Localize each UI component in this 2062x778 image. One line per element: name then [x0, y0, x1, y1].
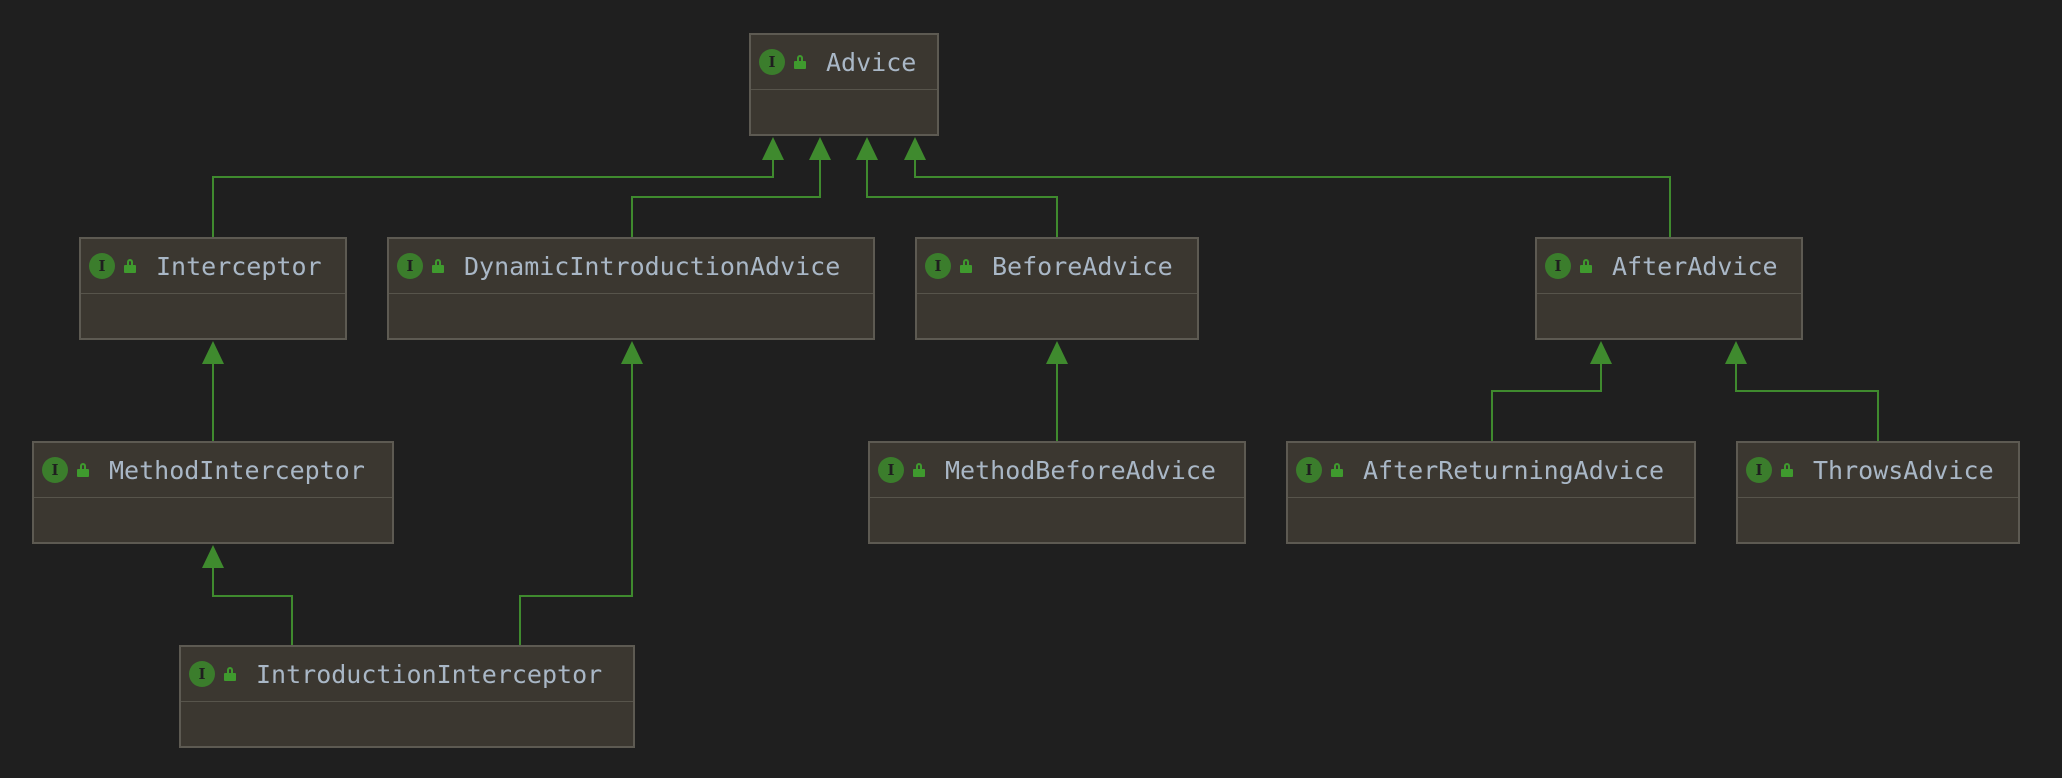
node-header: I Interceptor [81, 239, 345, 294]
interface-icon: I [42, 457, 68, 483]
interface-icon: I [925, 253, 951, 279]
node-header: I DynamicIntroductionAdvice [389, 239, 873, 294]
node-header: I BeforeAdvice [917, 239, 1197, 294]
edge-before-advice-to-advice [866, 160, 1058, 237]
edge-interceptor-to-advice [212, 160, 774, 237]
node-header: I IntroductionInterceptor [181, 647, 633, 702]
edge-after-advice-to-advice [914, 160, 1671, 237]
node-name: AfterReturningAdvice [1363, 455, 1665, 485]
node-members [1738, 498, 2018, 542]
interface-icon: I [397, 253, 423, 279]
public-lock-icon [224, 667, 236, 681]
node-members [870, 498, 1244, 542]
node-header: I AfterAdvice [1537, 239, 1801, 294]
node-header: I MethodBeforeAdvice [870, 443, 1244, 498]
interface-icon: I [759, 49, 785, 75]
interface-icon: I [189, 661, 215, 687]
public-lock-icon [913, 463, 925, 477]
edge-introduction-interceptor-to-method-interceptor [212, 568, 293, 645]
public-lock-icon [1781, 463, 1793, 477]
inheritance-arrowhead-icon [202, 341, 224, 364]
node-method-interceptor[interactable]: I MethodInterceptor [32, 441, 394, 544]
edge-dynamic-introduction-advice-to-advice [631, 160, 821, 237]
node-name: BeforeAdvice [992, 251, 1173, 281]
interface-icon: I [1545, 253, 1571, 279]
inheritance-arrowhead-icon [202, 545, 224, 568]
node-before-advice[interactable]: I BeforeAdvice [915, 237, 1199, 340]
edge-throws-advice-to-after-advice [1735, 364, 1879, 441]
node-name: Advice [826, 47, 917, 77]
node-name: ThrowsAdvice [1813, 455, 1994, 485]
node-name: Interceptor [156, 251, 322, 281]
node-method-before-advice[interactable]: I MethodBeforeAdvice [868, 441, 1246, 544]
node-name: AfterAdvice [1612, 251, 1778, 281]
public-lock-icon [1331, 463, 1343, 477]
node-introduction-interceptor[interactable]: I IntroductionInterceptor [179, 645, 635, 748]
inheritance-arrowhead-icon [1046, 341, 1068, 364]
node-header: I Advice [751, 35, 937, 90]
node-header: I MethodInterceptor [34, 443, 392, 498]
node-name: MethodBeforeAdvice [945, 455, 1216, 485]
node-interceptor[interactable]: I Interceptor [79, 237, 347, 340]
inheritance-arrowhead-icon [904, 137, 926, 160]
node-header: I AfterReturningAdvice [1288, 443, 1694, 498]
node-name: MethodInterceptor [109, 455, 365, 485]
node-dynamic-introduction-advice[interactable]: I DynamicIntroductionAdvice [387, 237, 875, 340]
node-header: I ThrowsAdvice [1738, 443, 2018, 498]
node-throws-advice[interactable]: I ThrowsAdvice [1736, 441, 2020, 544]
node-members [751, 90, 937, 134]
interface-icon: I [1746, 457, 1772, 483]
node-members [1288, 498, 1694, 542]
public-lock-icon [1580, 259, 1592, 273]
node-advice[interactable]: I Advice [749, 33, 939, 136]
node-after-advice[interactable]: I AfterAdvice [1535, 237, 1803, 340]
public-lock-icon [794, 55, 806, 69]
node-members [181, 702, 633, 746]
node-name: DynamicIntroductionAdvice [464, 251, 841, 281]
inheritance-arrowhead-icon [1725, 341, 1747, 364]
inheritance-arrowhead-icon [1590, 341, 1612, 364]
interface-icon: I [1296, 457, 1322, 483]
node-name: IntroductionInterceptor [256, 659, 603, 689]
node-members [917, 294, 1197, 338]
node-members [1537, 294, 1801, 338]
public-lock-icon [960, 259, 972, 273]
interface-icon: I [878, 457, 904, 483]
node-members [81, 294, 345, 338]
edge-after-returning-advice-to-after-advice [1491, 364, 1602, 441]
node-members [389, 294, 873, 338]
public-lock-icon [77, 463, 89, 477]
interface-icon: I [89, 253, 115, 279]
node-after-returning-advice[interactable]: I AfterReturningAdvice [1286, 441, 1696, 544]
inheritance-arrowhead-icon [762, 137, 784, 160]
inheritance-arrowhead-icon [809, 137, 831, 160]
inheritance-arrowhead-icon [621, 341, 643, 364]
public-lock-icon [432, 259, 444, 273]
public-lock-icon [124, 259, 136, 273]
edge-introduction-interceptor-to-dynamic-introduction-advice [519, 364, 633, 645]
inheritance-arrowhead-icon [856, 137, 878, 160]
node-members [34, 498, 392, 542]
